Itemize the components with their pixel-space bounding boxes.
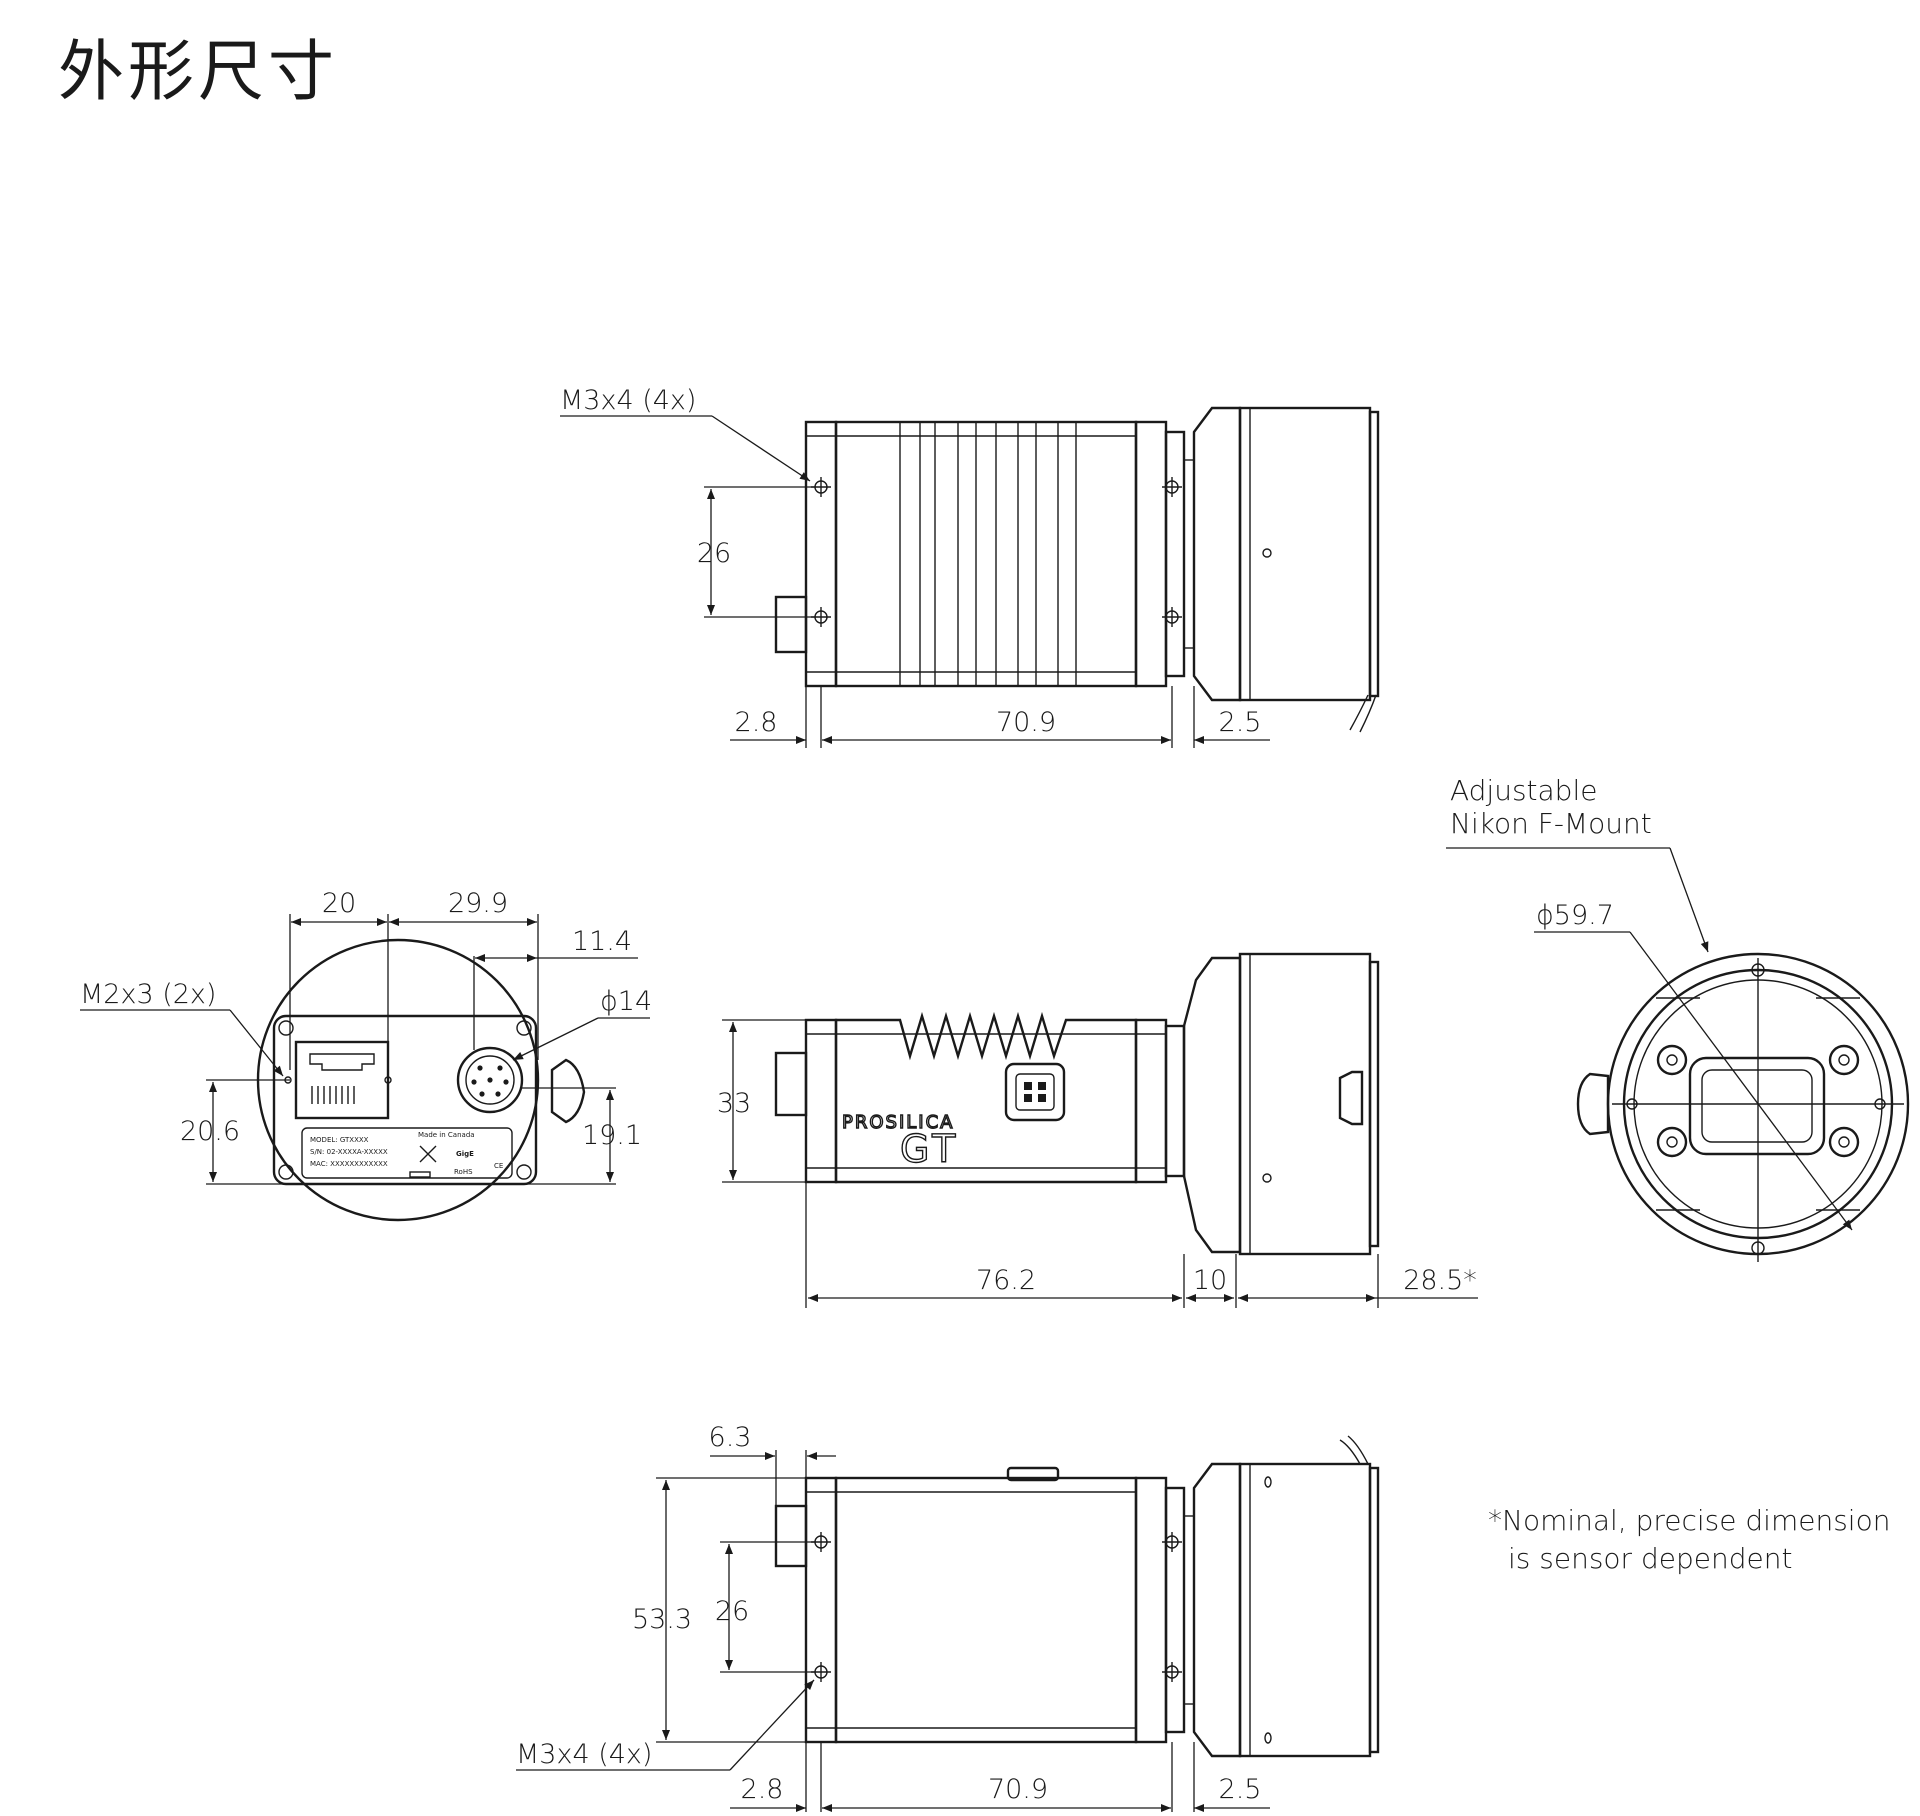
side-mount-length: 10 [1193,1265,1227,1296]
page-title: 外形尺寸 [58,33,338,110]
bottom-flange-offset: 2.5 [1219,1774,1262,1805]
label-gige: GigE [456,1150,474,1158]
rear-view: MODEL: GTXXXX S/N: 02-XXXXA-XXXXX MAC: X… [80,888,652,1222]
front-view: Adjustable Nikon F-Mount ϕ59.7 [1446,774,1910,1262]
dimensions-bottom: 6.3 53.3 26 M3x4 (4x) 2.8 70.9 2.5 [516,1422,1270,1812]
mount-holes-top [811,477,1182,627]
top-screw-callout: M3x4 (4x) [560,385,696,416]
bottom-body [834,1476,1138,1744]
io-pins [471,1065,509,1097]
footnote-line1: *Nominal, precise dimension [1488,1504,1890,1537]
label-model: MODEL: GTXXXX [310,1136,369,1144]
io-connector [456,1046,524,1114]
mount-label-line2: Nikon F-Mount [1450,807,1652,840]
label-made-in: Made in Canada [418,1131,475,1139]
rear-height-right: 19.1 [582,1120,642,1151]
lens-mount-side [1238,952,1372,1256]
rear-connector-diameter: ϕ14 [600,986,652,1017]
dimensions-top: M3x4 (4x) 26 2.8 70.9 2.5 [560,385,1270,748]
side-body-length: 76.2 [976,1265,1036,1296]
brand-prosilica: PROSILICA [842,1112,954,1133]
sensor-window [1688,1056,1826,1156]
top-body-length: 70.9 [996,707,1056,738]
dimensions-front: Adjustable Nikon F-Mount ϕ59.7 [1446,774,1853,1231]
label-sn: S/N: 02-XXXXA-XXXXX [310,1148,388,1156]
mount-label-line1: Adjustable [1450,774,1597,807]
front-diameter: ϕ59.7 [1536,900,1614,931]
bottom-body-length: 70.9 [988,1774,1048,1805]
top-flange-offset: 2.5 [1219,707,1262,738]
product-label [301,1127,513,1179]
status-led-block [1004,1062,1066,1122]
bottom-connector [774,1504,808,1568]
weee-bin-icon [419,1145,437,1163]
brand-gt: GT [900,1127,959,1171]
rear-width-left: 20 [322,888,356,919]
rear-height-left: 20.6 [180,1116,240,1147]
lens-mount-bottom [1238,1462,1372,1758]
rear-knob [550,1058,586,1124]
rear-screw-callout: M2x3 (2x) [80,979,216,1010]
side-lens-length: 28.5* [1403,1265,1477,1296]
rear-plate [272,1014,538,1186]
ethernet-port [294,1040,390,1120]
bayonet-screws [1626,963,1886,1255]
footnote-line2: is sensor dependent [1508,1542,1792,1575]
top-view: M3x4 (4x) 26 2.8 70.9 2.5 [560,385,1380,748]
dimensions-side: 33 76.2 10 28.5* [717,1019,1478,1308]
side-heatsink [834,1011,1138,1184]
label-mac: MAC: XXXXXXXXXXXX [310,1160,388,1168]
bottom-connector-offset: 6.3 [709,1422,752,1453]
bottom-rear-offset: 2.8 [741,1774,784,1805]
dimensions-rear: 20 29.9 11.4 M2x3 (2x) ϕ14 20.6 19.1 [80,888,652,1185]
bottom-body-height: 53.3 [632,1604,692,1635]
bottom-hole-spacing: 26 [715,1596,749,1627]
camera-body-top [774,406,1380,733]
bottom-view: 6.3 53.3 26 M3x4 (4x) 2.8 70.9 2.5 [516,1422,1380,1812]
mount-holes-bottom [811,1532,1182,1682]
rear-connector-offset: 11.4 [572,926,632,957]
front-knob [1576,1072,1610,1136]
label-rohs: RoHS [454,1168,473,1176]
rear-screws [278,1020,532,1180]
bottom-screw-callout: M3x4 (4x) [516,1739,652,1770]
side-body-height: 33 [717,1088,751,1119]
side-view: PROSILICA GT 33 76.2 10 28.5* [717,952,1478,1308]
label-ce: CE [494,1162,503,1170]
top-rear-offset: 2.8 [735,707,778,738]
rear-width-right: 29.9 [448,888,508,919]
side-connector [774,1051,808,1117]
top-hole-spacing: 26 [697,538,731,569]
